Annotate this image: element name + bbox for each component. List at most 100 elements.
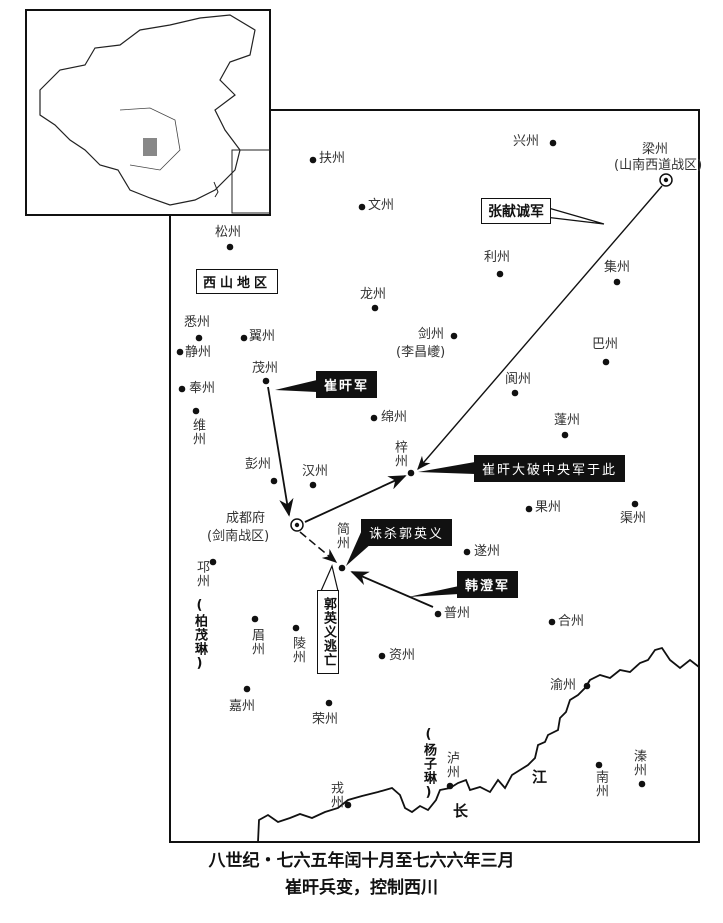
city-dot-jizhou xyxy=(613,278,621,286)
callout-cui-army: 崔旰军 xyxy=(316,371,378,398)
map-title-line1: 八世纪・七六五年闰十月至七六六年三月 xyxy=(208,851,515,871)
place-label-jiazhou: 嘉州 xyxy=(229,699,256,714)
callout-zhang-army: 张献诚军 xyxy=(481,198,551,224)
place-label-suizhou: 遂州 xyxy=(474,544,501,559)
city-dot-langzhou xyxy=(511,389,519,397)
capital-marker-center-liangzhou xyxy=(663,177,669,183)
arrow-chengdu-to-jianzhou xyxy=(299,531,338,563)
place-label-guozhou: 果州 xyxy=(535,500,562,515)
callout-pointer-cui xyxy=(275,380,317,392)
city-dot-zizhou xyxy=(407,469,415,477)
callout-han-army: 韩澄军 xyxy=(457,571,519,598)
place-label-meizhou: 眉州 xyxy=(249,628,264,656)
place-label-fuzhou: 扶州 xyxy=(319,151,346,166)
city-dot-fengzhou xyxy=(178,385,186,393)
city-dot-nanzhou xyxy=(595,761,603,769)
callout-guo-flee: 郭英义逃亡 xyxy=(317,590,339,674)
place-label-qiongzhou: 邛州 xyxy=(194,560,209,588)
place-label-xingzhou: 兴州 xyxy=(513,134,540,149)
arrow-han-to-jianzhou xyxy=(350,571,434,608)
yangtze-river xyxy=(257,646,700,843)
city-dot-puzhou xyxy=(434,610,442,618)
city-dot-guozhou xyxy=(525,505,533,513)
place-label-jianzhou-note: (李昌巙) xyxy=(396,345,446,360)
city-dot-rongzhou xyxy=(325,699,333,707)
place-label-luzhou: 泸州 xyxy=(444,751,459,779)
capital-marker-center-chengdu xyxy=(294,522,300,528)
city-dot-fuzhou xyxy=(309,156,317,164)
map-frame xyxy=(169,109,700,843)
place-label-mianzhou: 绵州 xyxy=(381,410,408,425)
city-dot-suizhou xyxy=(463,548,471,556)
inset-china-map xyxy=(25,9,271,216)
callout-pointer-victory xyxy=(418,462,475,474)
city-dot-jiazhou xyxy=(243,685,251,693)
city-dot-xizhou xyxy=(195,334,203,342)
place-label-qinzhou: 溱州 xyxy=(631,749,646,777)
city-dot-lizhou xyxy=(496,270,504,278)
city-dot-hezhou xyxy=(548,618,556,626)
city-dot-maozhou xyxy=(262,377,270,385)
place-label-lingzhou: 陵州 xyxy=(290,636,305,664)
city-dot-luzhou xyxy=(446,782,454,790)
city-dot-qinzhou xyxy=(638,780,646,788)
place-label-liangzhou-note: (山南西道战区) xyxy=(614,158,703,173)
arrow-cui-to-chengdu xyxy=(267,386,294,517)
city-dot-rongzhou-s xyxy=(344,801,352,809)
city-dot-quzhou xyxy=(631,500,639,508)
place-label-nanzhou: 南州 xyxy=(593,770,608,798)
city-dot-hanzhou xyxy=(309,481,317,489)
city-dot-jingzhou xyxy=(176,348,184,356)
place-label-pengzhou-e: 蓬州 xyxy=(554,413,581,428)
place-label-lizhou: 利州 xyxy=(484,250,511,265)
city-dot-lingzhou xyxy=(292,624,300,632)
city-dot-bazhou xyxy=(602,358,610,366)
place-label-songzhou: 松州 xyxy=(215,225,242,240)
callout-victory: 崔旰大破中央军于此 xyxy=(474,455,626,482)
place-label-longzhou: 龙州 xyxy=(360,287,387,302)
city-dot-pengzhou-e xyxy=(561,431,569,439)
callout-pointer-zhang xyxy=(544,206,605,225)
place-label-fengzhou: 奉州 xyxy=(189,381,216,396)
place-label-hanzhou: 汉州 xyxy=(302,464,329,479)
place-label-rongzhou: 荣州 xyxy=(312,712,339,727)
place-label-jizhou: 集州 xyxy=(604,260,631,275)
place-label-zizhou-s: 资州 xyxy=(389,648,416,663)
place-label-yizhou: 翼州 xyxy=(249,329,276,344)
river-label-chang: 长 xyxy=(453,802,469,820)
place-label-chengdu-note: (剑南战区) xyxy=(207,529,270,544)
city-dot-wenzhou xyxy=(358,203,366,211)
city-dot-jianzhou xyxy=(338,564,346,572)
place-label-weizhou: 维州 xyxy=(190,418,205,446)
place-label-jianzhou-n: 剑州 xyxy=(418,327,445,342)
city-dot-mianzhou xyxy=(370,414,378,422)
arrow-chengdu-to-zizhou xyxy=(304,475,407,523)
map-title-line2: 崔旰兵变，控制西川 xyxy=(285,878,438,898)
city-dot-qiongzhou xyxy=(209,558,217,566)
place-label-maozhou: 茂州 xyxy=(252,361,279,376)
city-dot-longzhou xyxy=(371,304,379,312)
place-label-hezhou: 合州 xyxy=(558,614,585,629)
place-label-quzhou: 渠州 xyxy=(620,511,647,526)
place-label-bazhou: 巴州 xyxy=(592,337,619,352)
place-label-qiongzhou-note: (柏茂琳) xyxy=(192,598,207,672)
city-dot-zizhou-s xyxy=(378,652,386,660)
place-label-chengdu: 成都府 xyxy=(226,511,266,526)
callout-pointer-flee xyxy=(320,564,339,592)
arrow-zhang-to-zizhou xyxy=(417,185,663,471)
city-dot-meizhou xyxy=(251,615,259,623)
city-dot-pengzhou xyxy=(270,477,278,485)
river-label-jiang: 江 xyxy=(532,768,548,786)
place-label-puzhou: 普州 xyxy=(444,606,471,621)
place-label-langzhou: 阆州 xyxy=(505,372,532,387)
place-label-yuzhou: 渝州 xyxy=(550,678,577,693)
city-dot-yuzhou xyxy=(583,682,591,690)
place-label-jianzhou: 简州 xyxy=(334,522,349,550)
place-label-wenzhou: 文州 xyxy=(368,198,395,213)
place-label-jingzhou: 静州 xyxy=(185,345,212,360)
place-label-luzhou-note: (杨子琳) xyxy=(421,727,436,801)
inset-highlight-region xyxy=(143,138,157,156)
place-label-xizhou: 悉州 xyxy=(184,315,211,330)
